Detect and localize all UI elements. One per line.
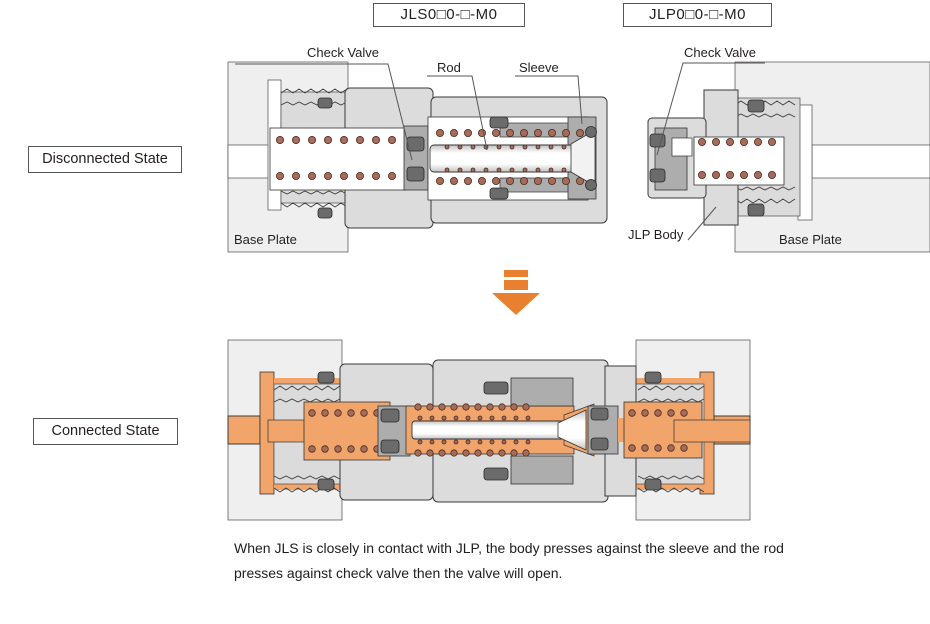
o-ring (644, 478, 662, 491)
connected-state-diagram (227, 339, 751, 521)
sleeve-housing-top (510, 377, 574, 407)
pipe-bore-right (811, 144, 930, 179)
rod (411, 420, 565, 440)
jlp-model-label: JLP0□0-□-M0 (623, 3, 772, 27)
rod-spring (414, 449, 530, 457)
fluid-seam (274, 482, 340, 490)
fluid-seam (274, 378, 340, 386)
fluid-seam (636, 378, 704, 386)
jls-spring (276, 136, 396, 145)
caption-line1: When JLS is closely in contact with JLP,… (234, 540, 784, 556)
leader-check-valve-left (235, 63, 413, 161)
rod-tip-cone (557, 409, 587, 451)
disconnected-state-label: Disconnected State (28, 146, 182, 173)
jlp-spring (628, 409, 688, 417)
check-valve-seal (380, 408, 400, 423)
leader-rod (427, 75, 488, 151)
jls-assembly (227, 61, 608, 253)
jlp-spring (628, 444, 688, 452)
connected-state-label: Connected State (33, 418, 178, 445)
o-ring (317, 97, 333, 109)
sleeve-retainer (483, 381, 509, 395)
o-ring (585, 126, 597, 138)
label-base-plate-left: Base Plate (234, 232, 297, 247)
rod-spring (435, 176, 584, 185)
label-check-valve-left: Check Valve (307, 45, 380, 60)
check-valve-seal (649, 168, 666, 183)
jlp-spring (697, 138, 777, 147)
jlp-assembly (647, 61, 930, 253)
check-valve-seal (649, 133, 666, 148)
rod (429, 144, 583, 173)
check-valve-seal (590, 407, 609, 421)
jls-spring-chamber (269, 127, 406, 191)
sleeve-retainer (489, 116, 509, 129)
label-rod: Rod (437, 60, 461, 75)
pipe-bore-left (227, 144, 270, 179)
label-check-valve-right: Check Valve (684, 45, 757, 60)
sleeve-housing-bottom (510, 455, 574, 485)
label-jlp-body: JLP Body (628, 227, 684, 242)
jls-spring (276, 171, 396, 180)
caption: When JLS is closely in contact with JLP,… (234, 536, 784, 586)
label-sleeve: Sleeve (519, 60, 559, 75)
fluid-seam (636, 482, 704, 490)
sleeve-retainer (483, 467, 509, 481)
leader-check-valve-right (656, 62, 765, 156)
jls-spring (308, 445, 381, 453)
sleeve-retainer (489, 187, 509, 200)
rod-spring-inner (417, 439, 531, 445)
o-ring (317, 371, 335, 384)
fluid-exit-channel (673, 419, 751, 443)
check-valve-seal (590, 437, 609, 451)
rod-spring (414, 403, 530, 411)
leader-sleeve (515, 75, 583, 125)
check-valve-seal (406, 166, 425, 182)
check-valve-seal (380, 439, 400, 454)
o-ring (585, 179, 597, 191)
o-ring (317, 478, 335, 491)
valve-notch (671, 137, 693, 157)
transition-arrow-icon (492, 270, 540, 315)
rod-spring-inner (417, 415, 531, 421)
label-base-plate-right: Base Plate (779, 232, 842, 247)
fluid-pipe-left (227, 415, 261, 445)
jlp-spring (697, 170, 777, 179)
jls-model-label: JLS0□0-□-M0 (373, 3, 525, 27)
o-ring (747, 99, 765, 113)
check-valve-seal (406, 136, 425, 152)
leader-jlp-body (687, 206, 717, 241)
caption-line2: presses against check valve then the val… (234, 565, 563, 581)
o-ring (317, 207, 333, 219)
disconnected-state-diagram (227, 61, 930, 253)
o-ring (747, 203, 765, 217)
o-ring (644, 371, 662, 384)
